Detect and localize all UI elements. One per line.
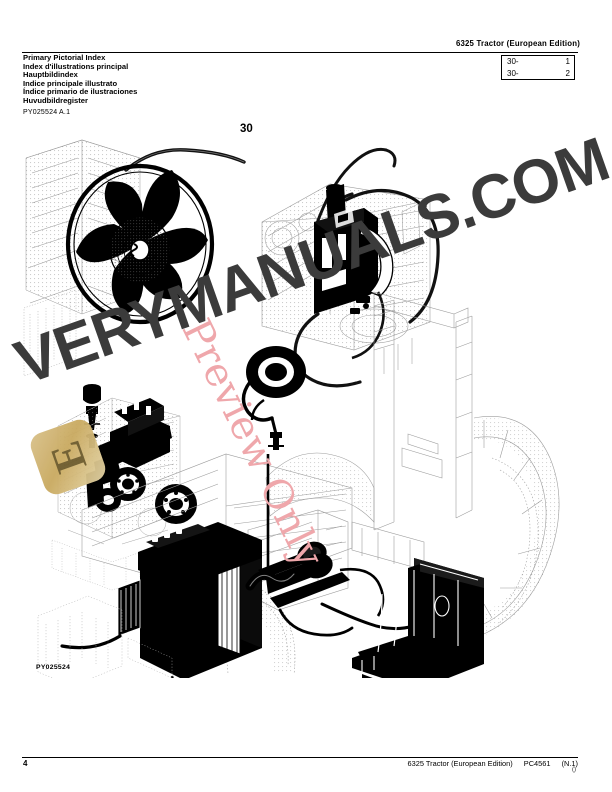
index-row: 30- 1 [502,56,574,68]
header-divider [22,52,578,53]
detail-reservoir-assembly [241,147,440,450]
footer-meta: 6325 Tractor (European Edition) PC4561 (… [408,759,578,768]
fuel-tank [352,558,484,678]
multilingual-title-block: Primary Pictorial Index Index d'illustra… [23,53,323,105]
reservoir-body [314,208,378,314]
title-line-en: Primary Pictorial Index [23,53,106,62]
page-number: 4 [23,759,28,768]
thermostat-ring [241,346,306,450]
index-row-label: 30- [507,57,519,66]
parts-illustration-artwork [23,139,560,678]
main-tractor-assembly [37,291,560,678]
index-row-label: 30- [507,68,519,78]
footer-title: 6325 Tractor (European Edition) [407,759,513,768]
footer-part-number: PC4561 [523,759,551,768]
illustration-plate [22,118,578,678]
index-row-page: 2 [565,68,570,78]
index-row: 30- 2 [502,68,574,80]
title-line-it: Indice principale illustrato [23,78,118,88]
figure-code: PY025524 A.1 [23,109,71,116]
illustration-number: 30 [240,123,253,135]
air-cleaner [245,541,385,617]
footer-sub-note: () [572,767,576,773]
title-line-de: Hauptbildindex [23,70,78,80]
footer-divider [22,757,578,758]
title-line-sv: Huvudbildregister [23,95,88,105]
page-header-title: 6325 Tractor (European Edition) [455,39,580,48]
footer-revision: (N.1) [561,759,578,768]
title-line-fr: Index d'illustrations principal [23,61,129,71]
radiator-module [60,522,262,678]
index-row-page: 1 [565,57,570,66]
detail-fan-assembly [23,139,246,448]
title-line-es: Índice primario de ilustraciones [23,87,138,97]
plate-code: PY025524 [36,664,71,671]
index-reference-box: 30- 1 30- 2 [501,55,575,80]
